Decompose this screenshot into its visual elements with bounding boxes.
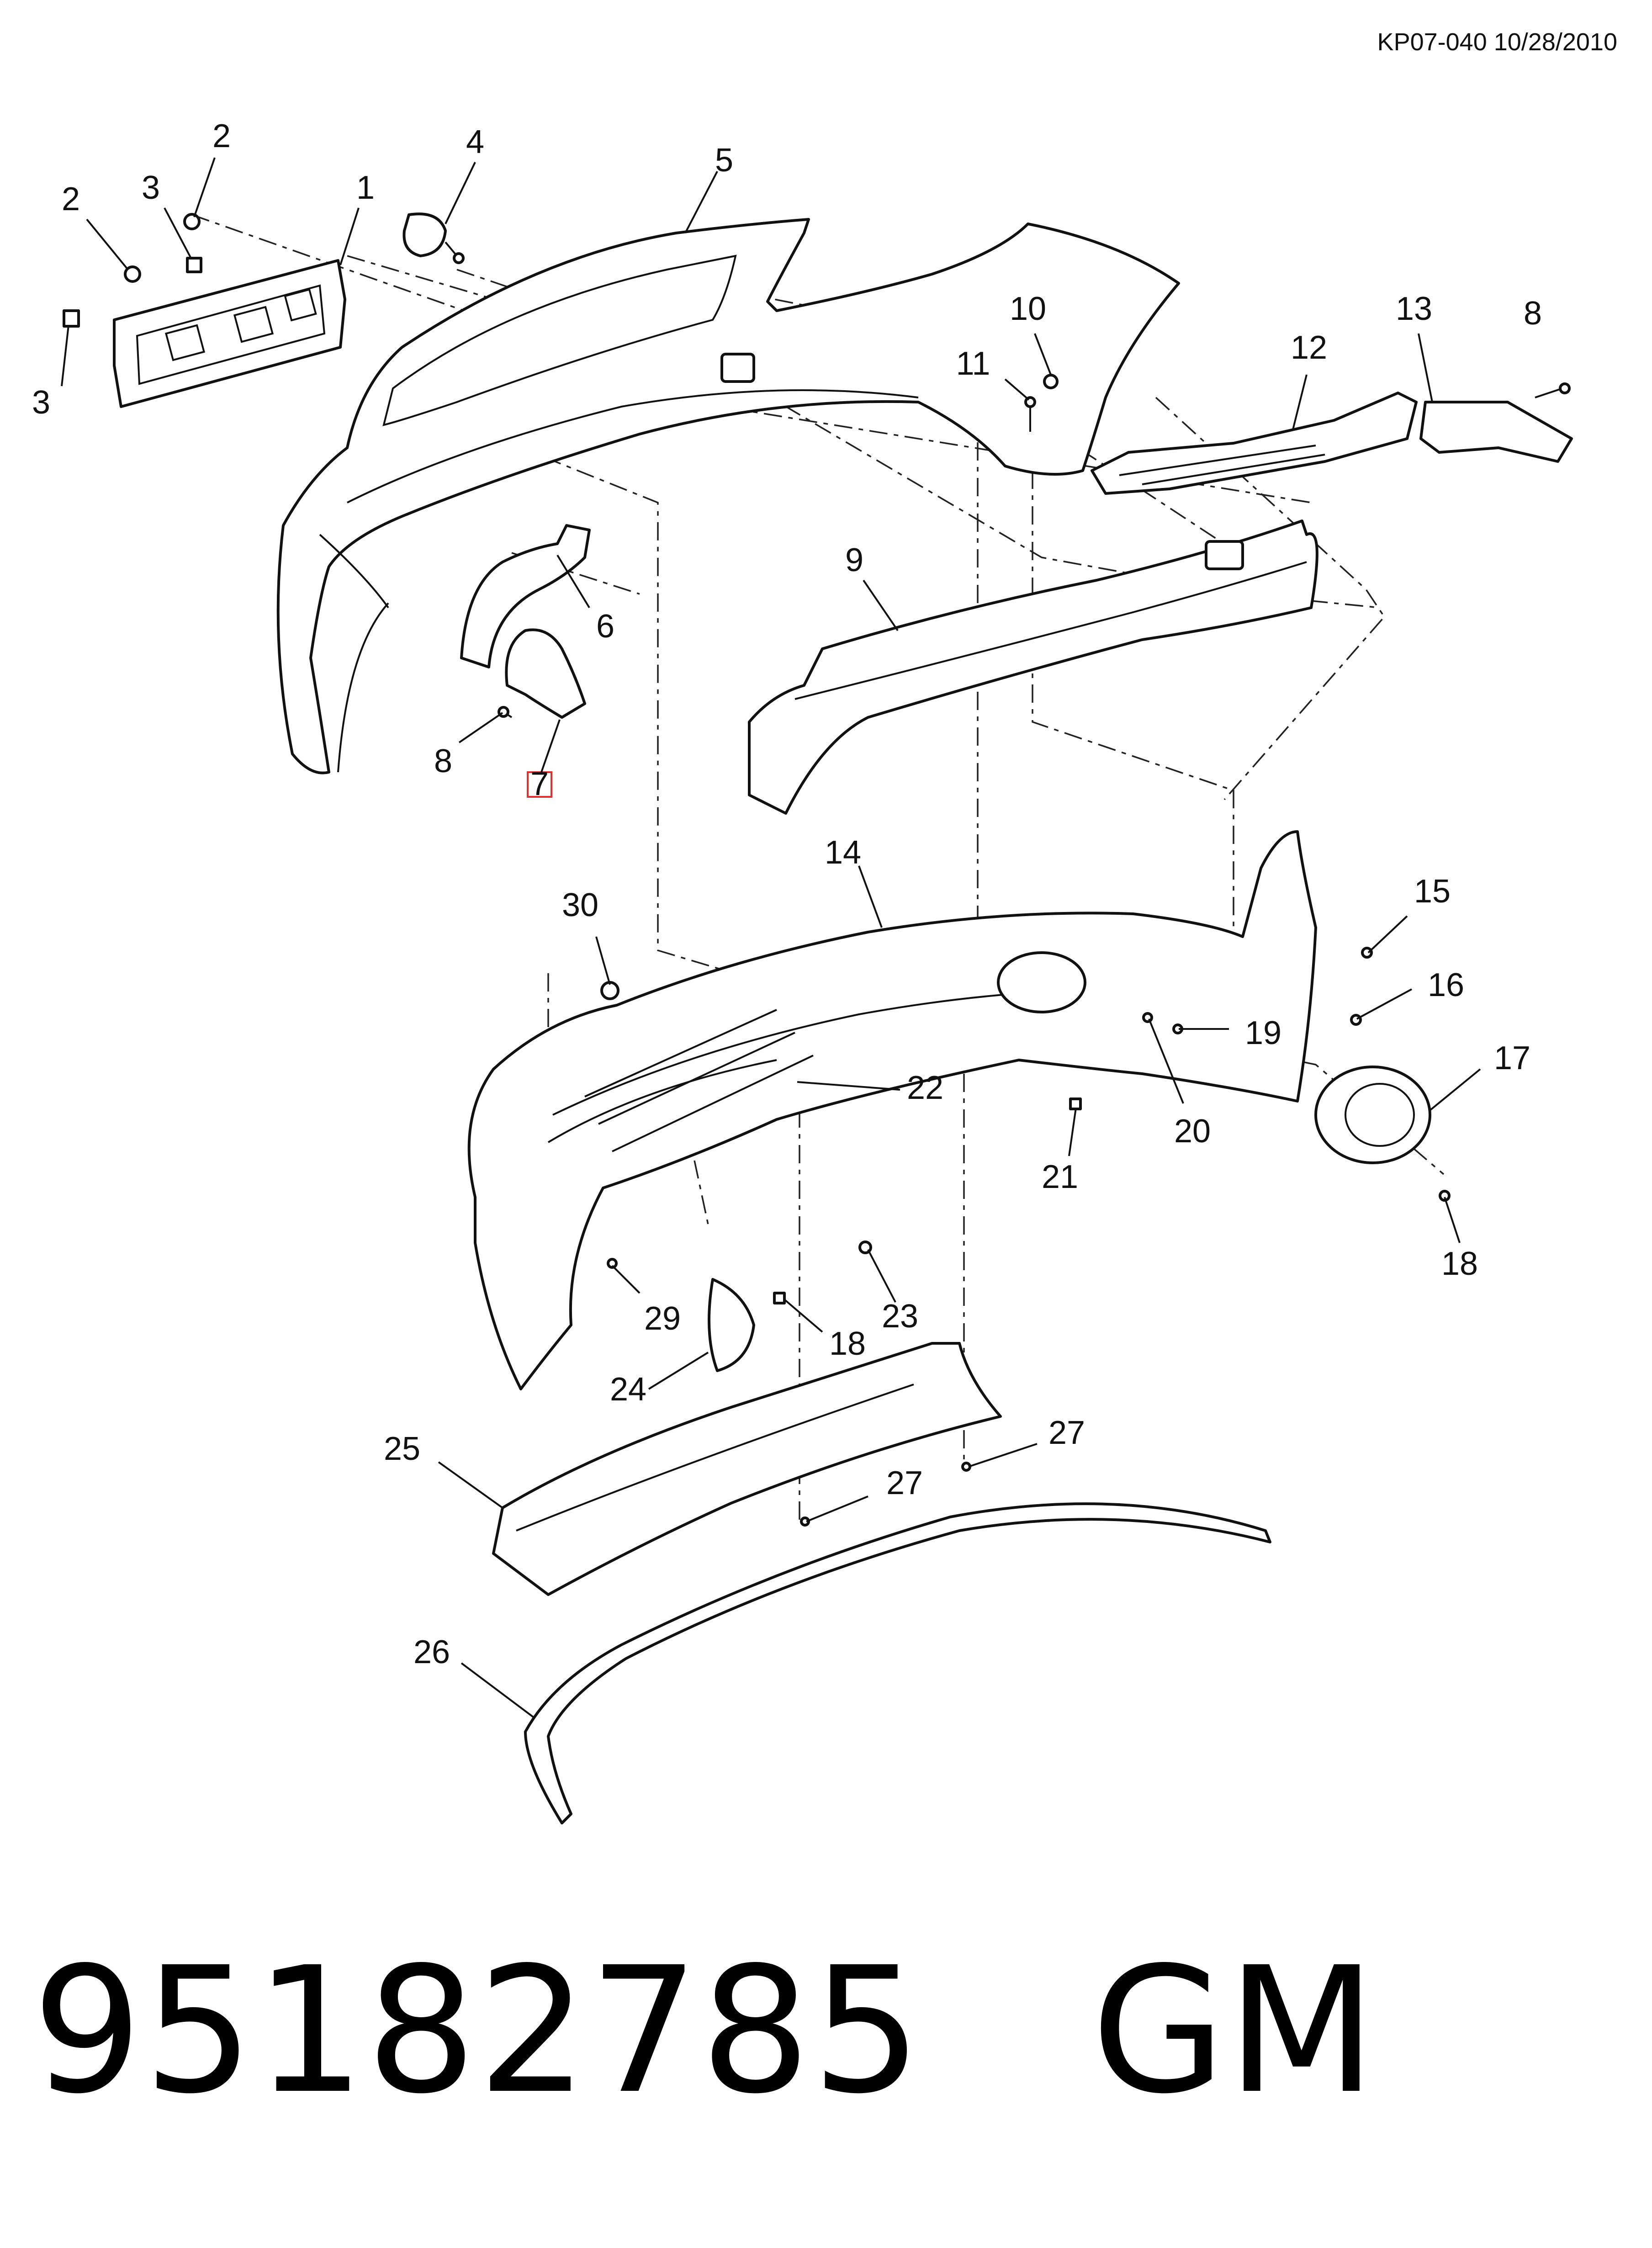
energy-absorber — [748, 520, 1318, 815]
callout-8-right: 8 — [1524, 295, 1542, 332]
lower-skid-plate — [492, 1342, 1002, 1596]
side-bracket-12 — [1091, 392, 1418, 495]
left-side-brackets — [460, 524, 591, 719]
brand-name: GM — [1091, 1930, 1377, 2132]
callout-30: 30 — [562, 887, 598, 923]
callout-24: 24 — [610, 1371, 646, 1408]
callout-26: 26 — [413, 1634, 450, 1670]
callout-27-right: 27 — [1048, 1415, 1085, 1451]
callout-23: 23 — [882, 1298, 918, 1335]
front-bumper-upper-fascia — [276, 218, 1180, 774]
callout-22: 22 — [907, 1070, 943, 1106]
callout-25: 25 — [384, 1431, 420, 1467]
callout-16: 16 — [1428, 967, 1464, 1003]
callout-3-upper: 3 — [142, 170, 160, 206]
selected-callout-box — [527, 771, 552, 798]
fasteners-lower — [600, 947, 1451, 1527]
callout-leaders — [61, 157, 1481, 1719]
callout-13: 13 — [1396, 291, 1432, 327]
callout-20: 20 — [1174, 1113, 1211, 1150]
license-plate-bracket — [113, 259, 346, 408]
fasteners-upper-left — [63, 213, 202, 328]
callout-11: 11 — [956, 345, 990, 382]
front-bumper-lower-fascia — [467, 830, 1317, 1390]
callout-14: 14 — [825, 834, 861, 871]
callout-27-left: 27 — [886, 1465, 923, 1501]
callout-2-left: 2 — [62, 181, 80, 217]
fog-lamp-bezel — [1314, 1066, 1431, 1164]
diagram-reference-label: KP07-040 10/28/2010 — [1377, 28, 1617, 56]
callout-2-top: 2 — [212, 118, 231, 154]
callout-6: 6 — [596, 608, 614, 645]
callout-7: 7 — [530, 766, 549, 802]
callout-9: 9 — [845, 542, 863, 578]
callout-21: 21 — [1042, 1159, 1078, 1195]
part-number-label: 95182785 GM — [32, 1944, 1377, 2118]
callout-4: 4 — [466, 124, 484, 160]
callout-19: 19 — [1245, 1015, 1281, 1051]
callout-15: 15 — [1414, 873, 1451, 910]
callout-18-left: 18 — [829, 1325, 866, 1362]
tow-hook-cover — [402, 212, 465, 264]
callout-3-lower: 3 — [32, 384, 50, 421]
callout-1: 1 — [356, 170, 375, 206]
air-deflector-strip — [524, 1502, 1271, 1824]
callout-5: 5 — [715, 142, 733, 179]
side-bracket-13 — [1419, 382, 1573, 463]
callout-10: 10 — [1010, 291, 1046, 327]
callout-18-right: 18 — [1441, 1246, 1478, 1282]
callout-8-left: 8 — [434, 743, 452, 779]
fasteners-10-11 — [1024, 374, 1059, 432]
callout-labels: 2 2 3 1 4 5 3 10 11 12 13 8 9 6 8 7 14 3… — [32, 118, 1542, 1670]
callout-17: 17 — [1494, 1040, 1530, 1076]
callout-29: 29 — [644, 1300, 681, 1337]
fog-lamp-bezel-left — [708, 1278, 755, 1372]
part-number: 95182785 — [32, 1930, 923, 2132]
callout-12: 12 — [1291, 329, 1327, 366]
